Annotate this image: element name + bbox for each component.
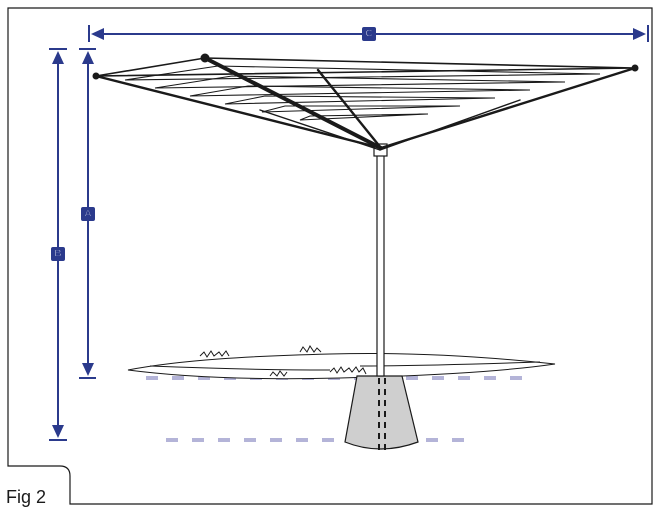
- dimension-b-badge: [51, 247, 65, 261]
- ground-level-dashes: [146, 376, 530, 442]
- ground-socket-cone: [344, 375, 419, 452]
- dimension-b: B: [49, 48, 67, 441]
- dimension-a-label: A: [84, 209, 91, 220]
- dimension-a-badge: [81, 207, 95, 221]
- clothesline-canopy: [92, 53, 639, 151]
- dimension-c-badge: [362, 27, 376, 41]
- figure-caption: Fig 2: [6, 487, 46, 507]
- central-pole: [373, 143, 388, 377]
- figure-border: [7, 7, 653, 505]
- ground-grass: [127, 345, 556, 380]
- dimension-a: A: [79, 48, 96, 379]
- dimension-c: C: [88, 25, 649, 42]
- dimension-b-label: B: [54, 249, 61, 260]
- dimension-c-label: C: [365, 29, 372, 40]
